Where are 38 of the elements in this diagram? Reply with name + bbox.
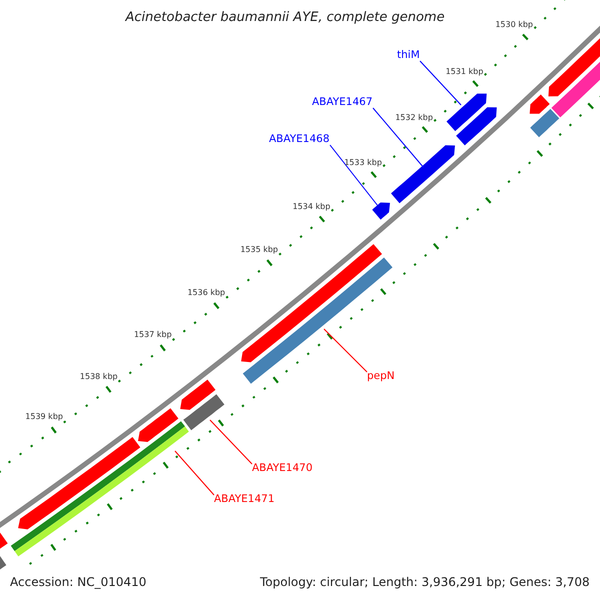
scale-label: 1536 kbp (187, 289, 226, 298)
gene-feature (456, 107, 497, 146)
gene-feature (530, 94, 550, 114)
gene-feature (180, 380, 216, 410)
scale-label: 1530 kbp (495, 21, 534, 30)
leader-line (330, 144, 378, 206)
diagram-title: Acinetobacter baumannii AYE, complete genome (126, 11, 445, 24)
gene-feature (183, 394, 224, 430)
gene-feature (10, 421, 189, 556)
scale-label: 1539 kbp (25, 413, 63, 422)
leader-line (372, 108, 424, 168)
gene-feature (242, 258, 392, 384)
scale-label: 1538 kbp (80, 372, 118, 381)
gene-label: ABAYE1470 (252, 463, 313, 474)
gene-label: thiM (397, 50, 420, 60)
scale-label: 1532 kbp (395, 114, 433, 122)
scale-label: 1534 kbp (292, 202, 330, 211)
gene-feature (372, 202, 390, 220)
gene-feature (391, 145, 455, 204)
leader-line (420, 60, 462, 106)
gene-feature (241, 244, 382, 362)
genome-info-text: Topology: circular; Length: 3,936,291 bp; Genes: 3,708 (260, 576, 590, 588)
gene-label: ABAYE1467 (312, 97, 373, 108)
scale-label: 1531 kbp (446, 68, 484, 76)
gene-label: ABAYE1471 (214, 494, 275, 504)
scale-label: 1535 kbp (240, 246, 278, 254)
gene-feature (446, 94, 487, 132)
gene-label: ABAYE1468 (269, 134, 330, 144)
leader-line (210, 420, 252, 464)
gene-feature (530, 108, 560, 138)
scale-label: 1537 kbp (134, 331, 172, 340)
leader-line (324, 328, 368, 372)
gene-feature (18, 437, 140, 530)
leader-line (174, 450, 214, 496)
gene-feature (138, 408, 178, 442)
accession-text: Accession: NC_010410 (10, 576, 146, 588)
gene-label: pepN (367, 371, 395, 382)
scale-label: 1533 kbp (344, 158, 382, 167)
